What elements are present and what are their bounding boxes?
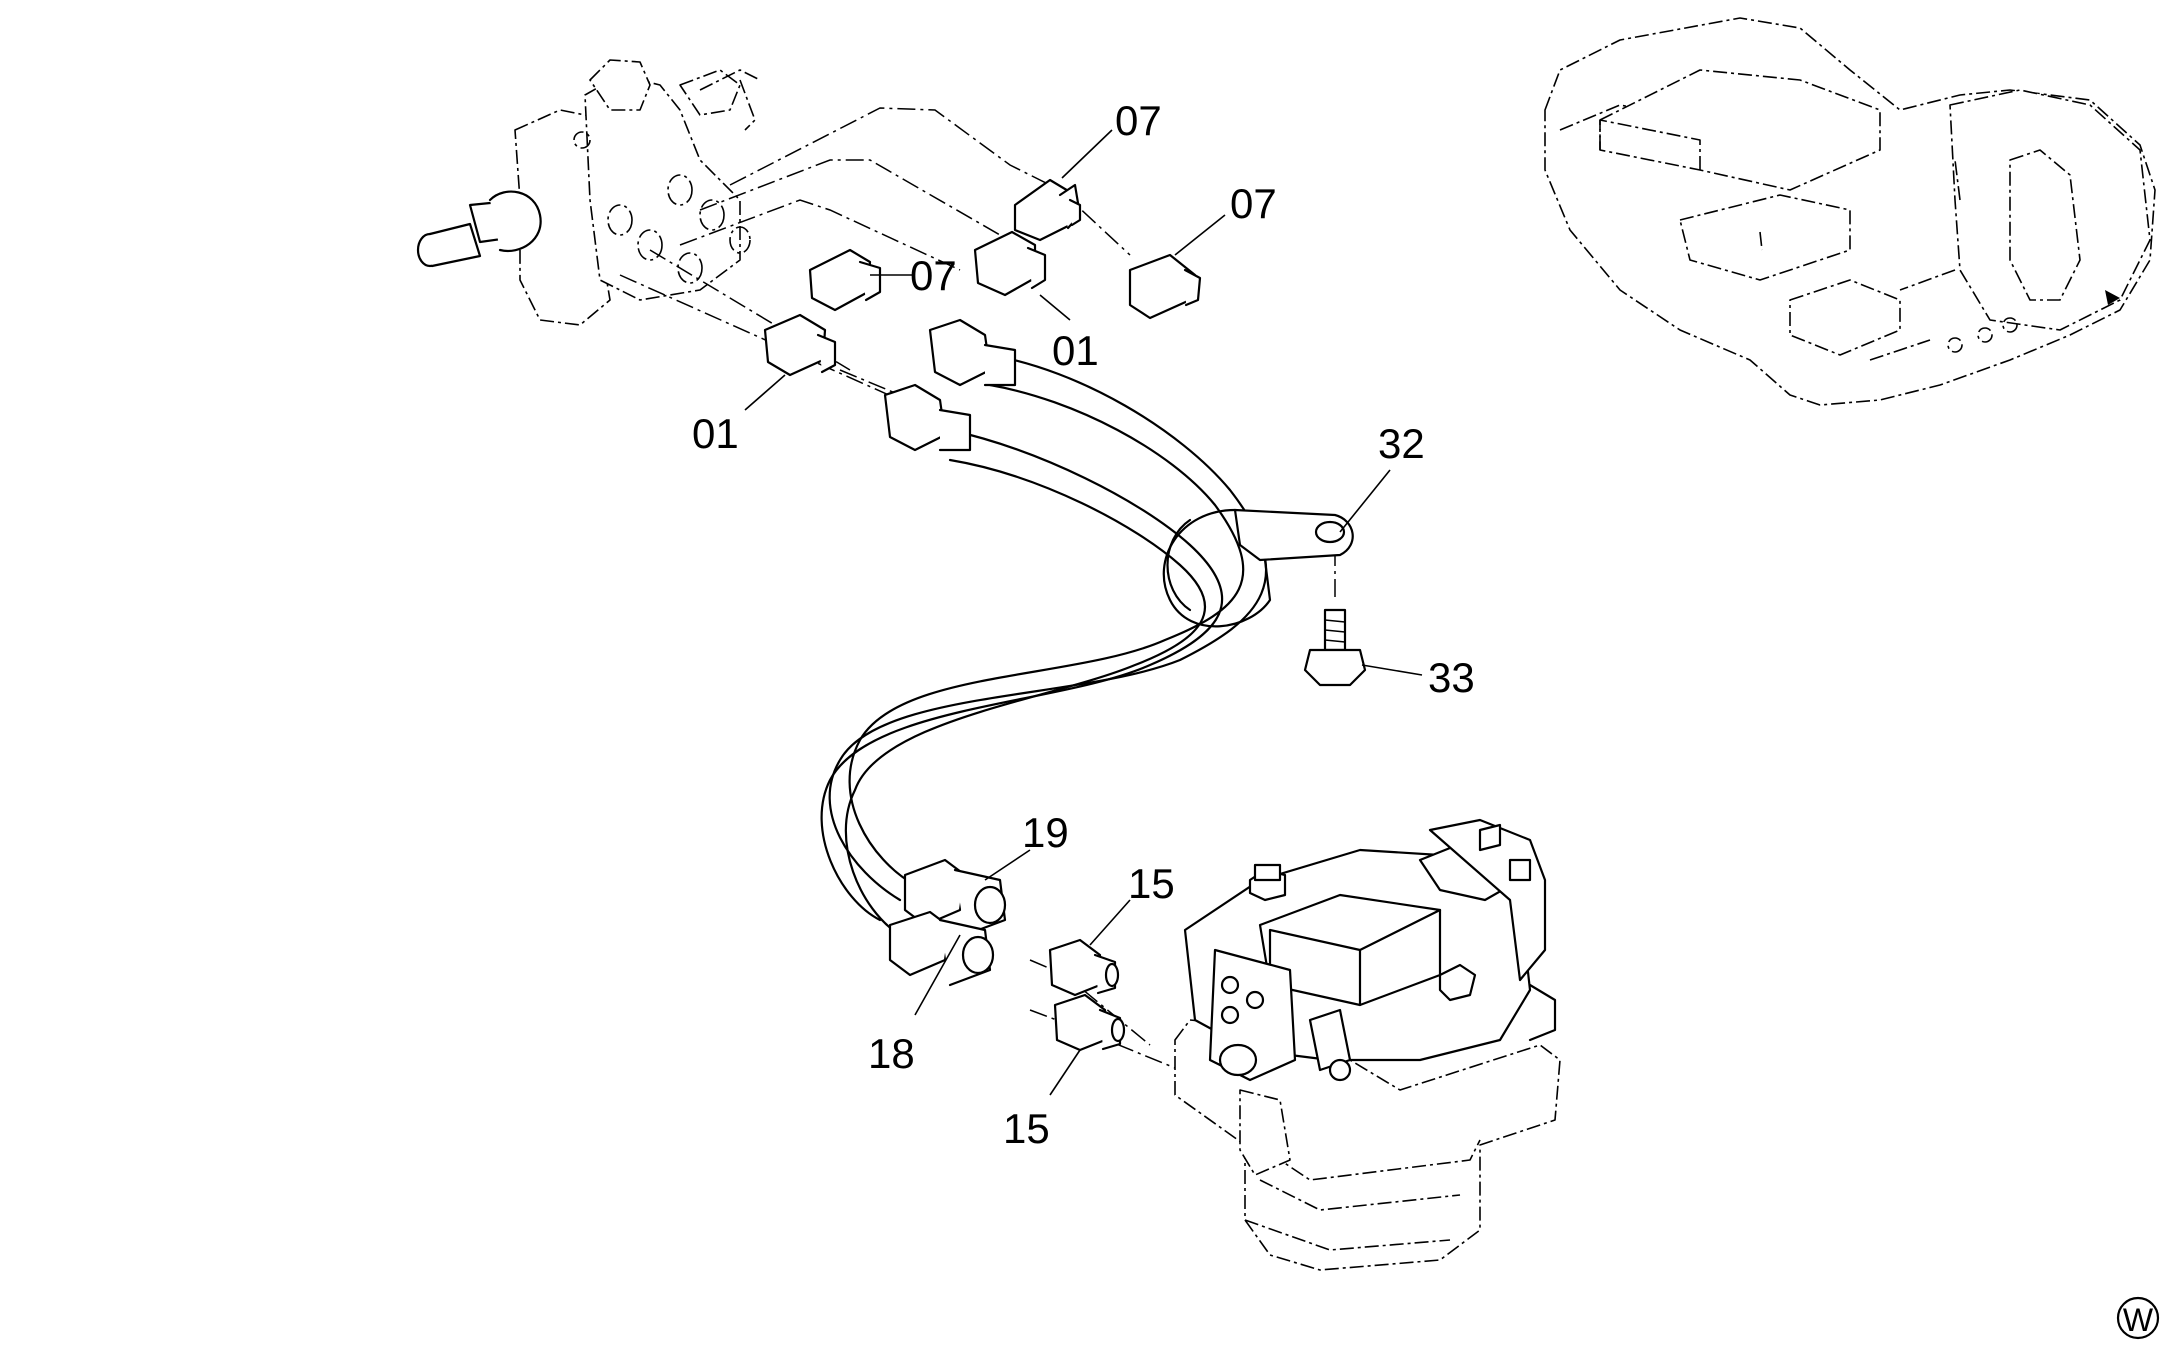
leader-lines [744, 129, 1423, 1096]
fitting-07-c [808, 248, 882, 312]
fitting-15-a [1048, 938, 1120, 997]
pilot-valve-icon [416, 59, 761, 326]
callout-18: 18 [868, 1030, 915, 1077]
callout-15-top: 15 [1128, 860, 1175, 907]
bolt-33 [1303, 608, 1367, 687]
callout-07-right: 07 [1230, 180, 1277, 227]
excavator-overview-icon [1544, 17, 2156, 406]
fitting-15-b [1053, 993, 1126, 1052]
callout-15-bottom: 15 [1003, 1105, 1050, 1152]
callout-01-left: 01 [692, 410, 739, 457]
corner-mark: W [2116, 1296, 2160, 1340]
fitting-07-a [1013, 178, 1082, 242]
hose-assembly [820, 318, 1268, 987]
swing-motor-icon [1174, 818, 1561, 1271]
callout-33: 33 [1428, 654, 1475, 701]
fitting-01-b [763, 313, 837, 377]
fitting-01-a [973, 230, 1047, 297]
callout-01-right: 01 [1052, 327, 1099, 374]
callout-19: 19 [1022, 809, 1069, 856]
callout-07-left: 07 [910, 252, 957, 299]
callout-07-top: 07 [1115, 97, 1162, 144]
fitting-07-b [1128, 253, 1202, 320]
corner-mark-letter: W [2123, 1302, 2154, 1338]
clamp-32 [1162, 508, 1354, 628]
callout-32: 32 [1378, 420, 1425, 467]
